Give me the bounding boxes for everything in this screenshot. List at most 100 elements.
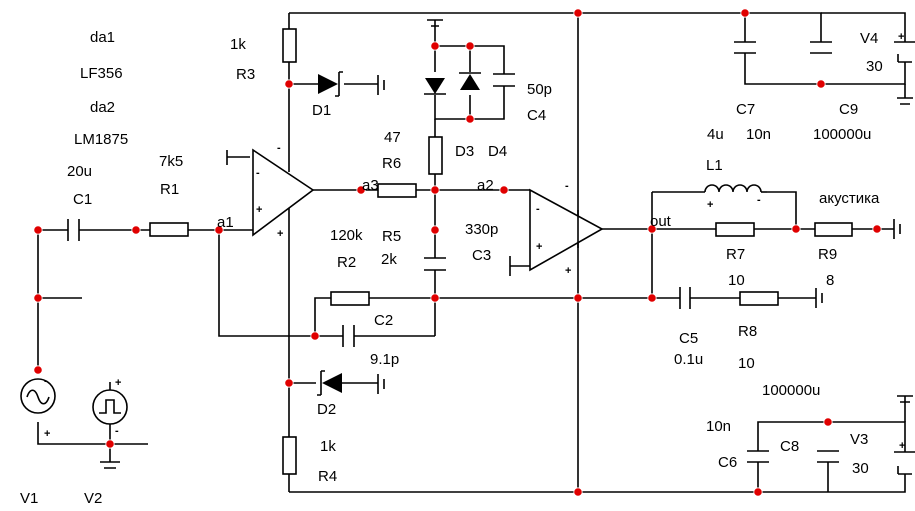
label-r1-name: R1 (160, 181, 179, 198)
resistor-r8 (739, 291, 779, 306)
svg-text:+: + (277, 228, 283, 240)
label-da2: da2 (90, 99, 115, 116)
resistor-r9 (814, 222, 853, 237)
junction-dot (430, 293, 440, 303)
junction-dot (573, 8, 583, 18)
label-da1-type: LF356 (80, 65, 123, 82)
resistor-r4 (282, 436, 297, 475)
diode-d3 (424, 78, 446, 95)
svg-text:-: - (536, 203, 540, 215)
label-r7-value: 10 (728, 272, 745, 289)
label-r2-name: R2 (337, 254, 356, 271)
label-c7-value: 10n (746, 126, 771, 143)
label-c6-name: C6 (718, 454, 737, 471)
label-c9-name: C9 (839, 101, 858, 118)
svg-text:+: + (565, 265, 571, 277)
svg-text:+: + (898, 31, 904, 43)
label-v3-value: 30 (852, 460, 869, 477)
junction-dot (105, 439, 115, 449)
battery-v3 (894, 451, 915, 475)
label-r2-value: 120k (330, 227, 363, 244)
junction-dot (573, 487, 583, 497)
junction-dot (499, 185, 509, 195)
svg-text:+: + (256, 204, 262, 216)
label-da2-type: LM1875 (74, 131, 128, 148)
zener-diode-d1 (318, 71, 343, 97)
junction-dot (823, 417, 833, 427)
junction-dot (33, 365, 43, 375)
label-r6-value: 47 (384, 129, 401, 146)
svg-text:-: - (256, 167, 260, 179)
resistor-r7 (715, 222, 755, 237)
label-r4-value: 1k (320, 438, 336, 455)
label-r3-value: 1k (230, 36, 246, 53)
label-r9-name: R9 (818, 246, 837, 263)
capacitor-c2 (342, 325, 355, 347)
junction-dot (740, 8, 750, 18)
junction-dot (816, 79, 826, 89)
resistor-r1 (149, 222, 189, 237)
label-da1: da1 (90, 29, 115, 46)
label-r8-value: 10 (738, 355, 755, 372)
label-r5-name: R5 (382, 228, 401, 245)
junction-dot (214, 225, 224, 235)
svg-text:+: + (44, 428, 50, 440)
capacitor-c3 (424, 257, 446, 271)
svg-text:-: - (565, 180, 569, 192)
resistor-r2 (330, 291, 370, 306)
label-c6-value: 10n (706, 418, 731, 435)
label-c5-name: C5 (679, 330, 698, 347)
resistor-r6 (377, 183, 417, 198)
label-node-a1: a1 (217, 214, 234, 231)
junction-dot (573, 293, 583, 303)
capacitor-c7 (734, 41, 756, 54)
svg-text:+: + (899, 440, 905, 452)
svg-text:-: - (115, 425, 119, 437)
label-v4-value: 30 (866, 58, 883, 75)
junction-dot (33, 225, 43, 235)
label-r8-name: R8 (738, 323, 757, 340)
label-c8-name: C8 (780, 438, 799, 455)
svg-text:+: + (115, 377, 121, 389)
label-c1-value: 20u (67, 163, 92, 180)
label-d4-name: D4 (488, 143, 507, 160)
svg-text:+: + (707, 199, 713, 211)
junction-dot (356, 185, 366, 195)
diode-d4 (459, 72, 481, 90)
junction-dot (753, 487, 763, 497)
resistor-r5 (428, 136, 443, 175)
capacitor-c5 (679, 287, 691, 309)
svg-text:+: + (536, 241, 542, 253)
label-r5-value: 2k (381, 251, 397, 268)
svg-text:-: - (757, 194, 761, 206)
label-c3-name: C3 (472, 247, 491, 264)
label-r6-name: R6 (382, 155, 401, 172)
label-r7-name: R7 (726, 246, 745, 263)
label-r3-name: R3 (236, 66, 255, 83)
label-node-a3: a3 (362, 177, 379, 194)
terminal-symbols (100, 19, 913, 469)
junction-dot (465, 41, 475, 51)
opamp-da1 (252, 148, 315, 237)
junction-dots (33, 8, 882, 497)
wires (37, 12, 906, 493)
junction-dot (430, 225, 440, 235)
label-speaker: акустика (819, 190, 880, 207)
junction-dot (284, 79, 294, 89)
label-d1-name: D1 (312, 102, 331, 119)
capacitor-c1 (67, 219, 80, 241)
junction-dot (131, 225, 141, 235)
label-v3-name: V3 (850, 431, 868, 448)
inductor-l1 (704, 184, 767, 193)
junction-dot (284, 378, 294, 388)
opamp-da2 (529, 188, 604, 272)
label-v2-name: V2 (84, 490, 102, 507)
junction-dot (33, 293, 43, 303)
label-c9-value: 100000u (813, 126, 871, 143)
capacitor-c8 (817, 450, 839, 463)
label-l1-name: L1 (706, 157, 723, 174)
label-c8-value: 100000u (762, 382, 820, 399)
junction-dot (465, 114, 475, 124)
junction-dot (647, 293, 657, 303)
